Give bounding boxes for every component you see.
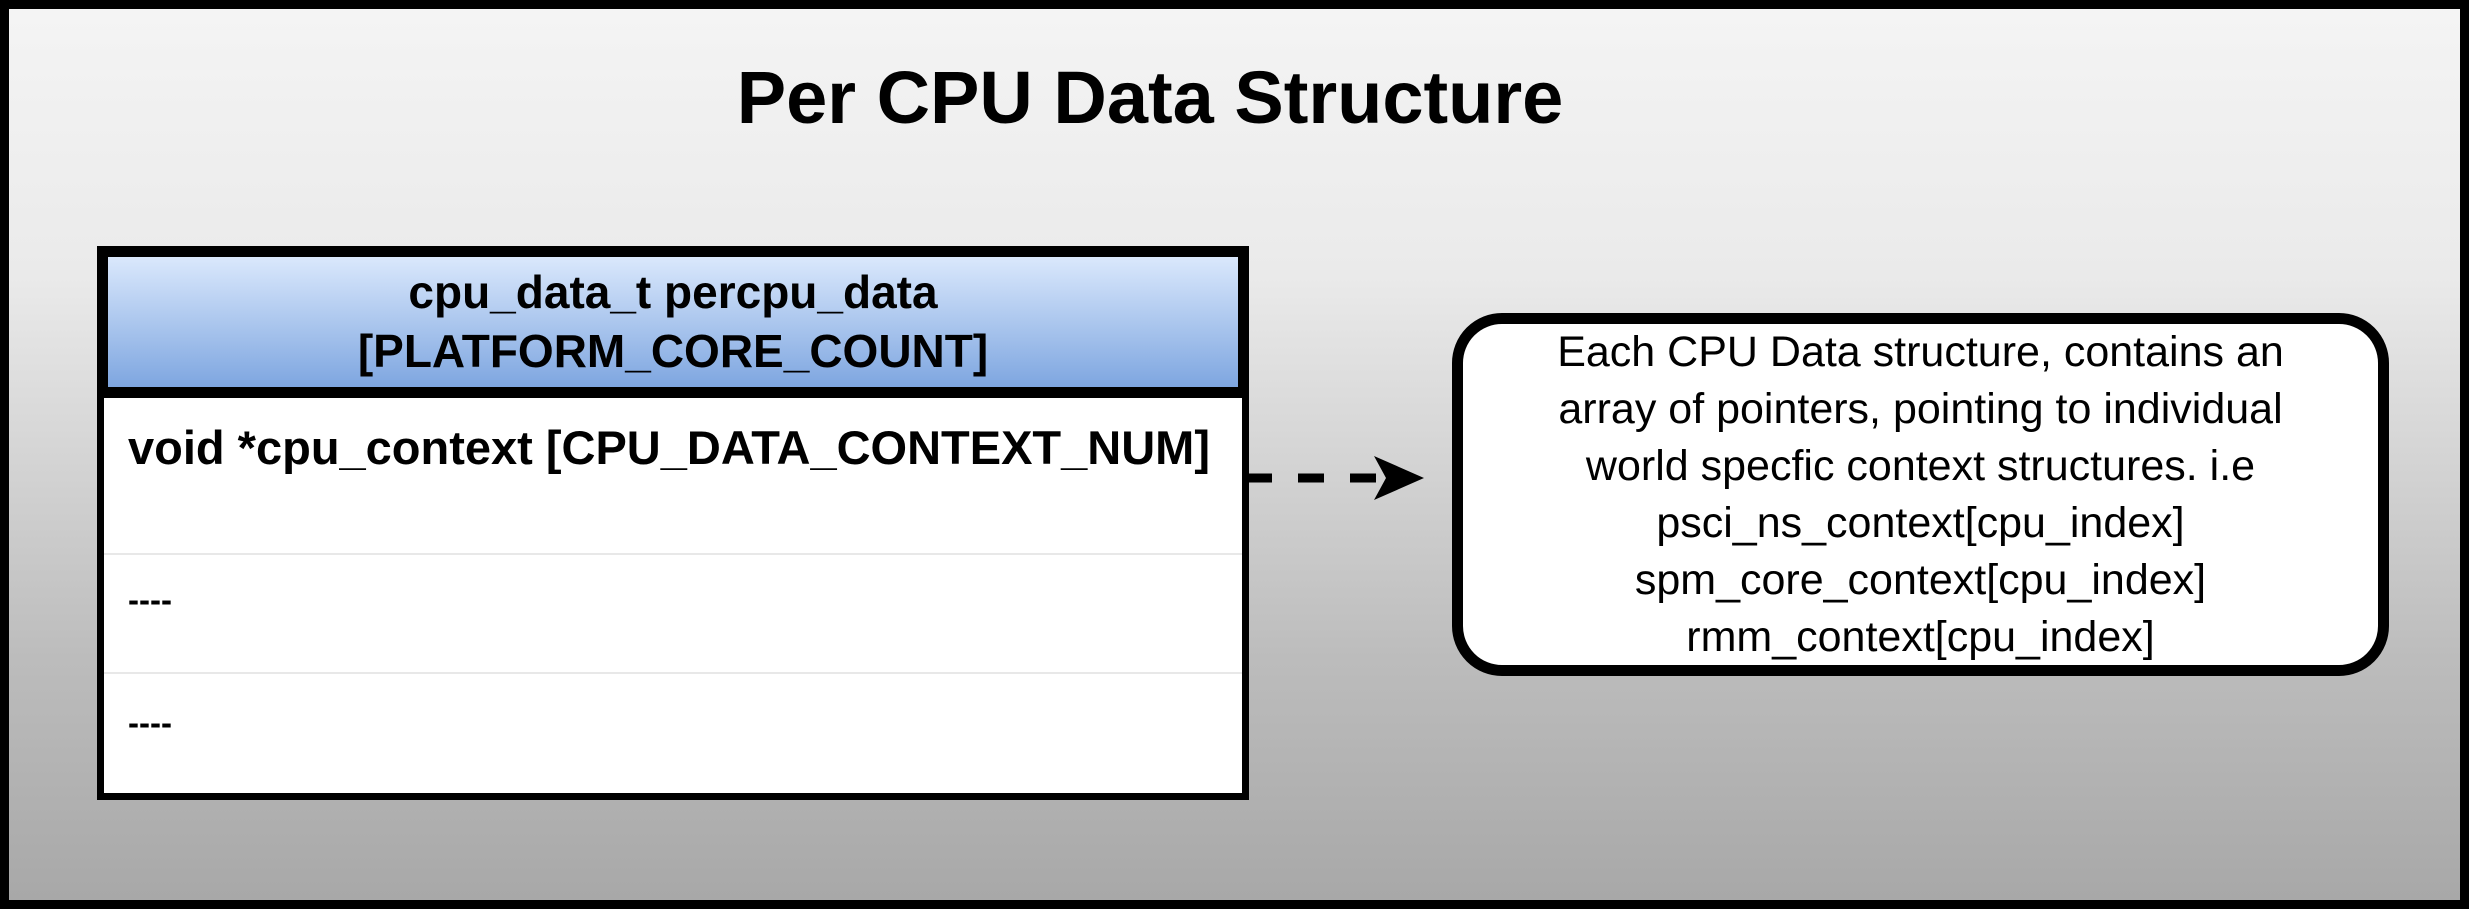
row-label: ----: [128, 581, 172, 618]
page-title: Per CPU Data Structure: [736, 56, 1564, 139]
struct-table-body: void *cpu_context [CPU_DATA_CONTEXT_NUM]…: [97, 398, 1249, 800]
struct-header-line-1: cpu_data_t percpu_data: [408, 266, 938, 318]
row-label: void *cpu_context [CPU_DATA_CONTEXT_NUM]: [128, 421, 1210, 474]
callout-line: world specfic context structures. i.e: [1585, 441, 2256, 490]
struct-table-header: cpu_data_t percpu_data [PLATFORM_CORE_CO…: [97, 246, 1249, 398]
table-row: ----: [104, 553, 1242, 672]
callout-line: array of pointers, pointing to individua…: [1558, 384, 2283, 433]
callout-line: rmm_context[cpu_index]: [1686, 612, 2155, 661]
callout-box: Each CPU Data structure, contains an arr…: [1452, 313, 2389, 676]
dashed-arrow-connector: [1246, 456, 1424, 500]
table-row: ----: [104, 672, 1242, 793]
callout-line: Each CPU Data structure, contains an: [1557, 327, 2284, 376]
callout-line: spm_core_context[cpu_index]: [1634, 555, 2207, 604]
callout-line: psci_ns_context[cpu_index]: [1656, 498, 2185, 547]
struct-header-line-2: [PLATFORM_CORE_COUNT]: [357, 325, 989, 377]
row-label: ----: [128, 704, 172, 741]
arrowhead-icon: [1374, 456, 1424, 500]
table-row: void *cpu_context [CPU_DATA_CONTEXT_NUM]: [104, 398, 1242, 553]
